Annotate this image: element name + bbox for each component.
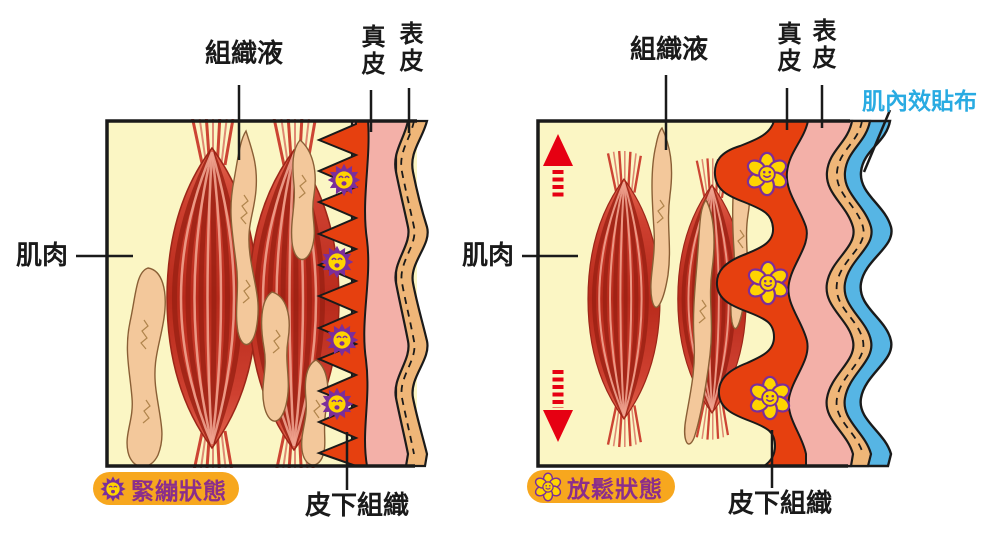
angry-gear-icon	[99, 475, 127, 502]
right-dermis-label: 真皮	[773, 21, 800, 75]
epidermis-layer	[394, 119, 429, 468]
epidermis-dashed-line	[400, 120, 416, 455]
dermis-layer	[778, 119, 855, 468]
right-tissue-fluid-label: 組織液	[630, 34, 709, 64]
down-arrow-icon	[543, 410, 573, 442]
tissue-fluid-squiggles	[140, 174, 321, 424]
panel-border	[536, 119, 850, 468]
relaxed-state-badge-label: 放鬆狀態	[567, 475, 663, 502]
epidermis-dashed-line	[835, 120, 865, 455]
right-epidermis-label: 表皮	[808, 18, 835, 72]
stretch-arrows	[543, 134, 573, 442]
kinesio-tape-label: 肌內效貼布	[862, 88, 977, 114]
tense-state-badge-label: 緊繃狀態	[131, 477, 227, 504]
tense-state-badge: 緊繃狀態	[93, 472, 239, 505]
left-tissue-fluid-label: 組織液	[205, 38, 284, 68]
right-subcutaneous-label: 皮下組織	[728, 488, 833, 518]
left-epidermis-label: 表皮	[395, 21, 422, 75]
happy-flower-icon	[533, 471, 563, 502]
label-connectors	[76, 85, 411, 490]
subcutaneous-layer	[316, 120, 370, 467]
tissue-fluid-squiggles	[656, 199, 745, 324]
relaxed-state-panel	[522, 75, 893, 488]
up-arrow-icon	[543, 134, 573, 166]
skin-layers	[713, 119, 893, 468]
tense-state-panel	[76, 85, 429, 490]
skin-layers	[316, 119, 429, 468]
left-muscle-label: 肌肉	[16, 240, 69, 270]
relaxed-state-badge: 放鬆狀態	[527, 470, 675, 503]
label-connectors	[522, 75, 892, 488]
left-subcutaneous-label: 皮下組織	[305, 490, 410, 520]
right-muscle-label: 肌肉	[462, 240, 515, 270]
panel-border	[105, 119, 417, 468]
left-dermis-label: 真皮	[357, 24, 384, 78]
